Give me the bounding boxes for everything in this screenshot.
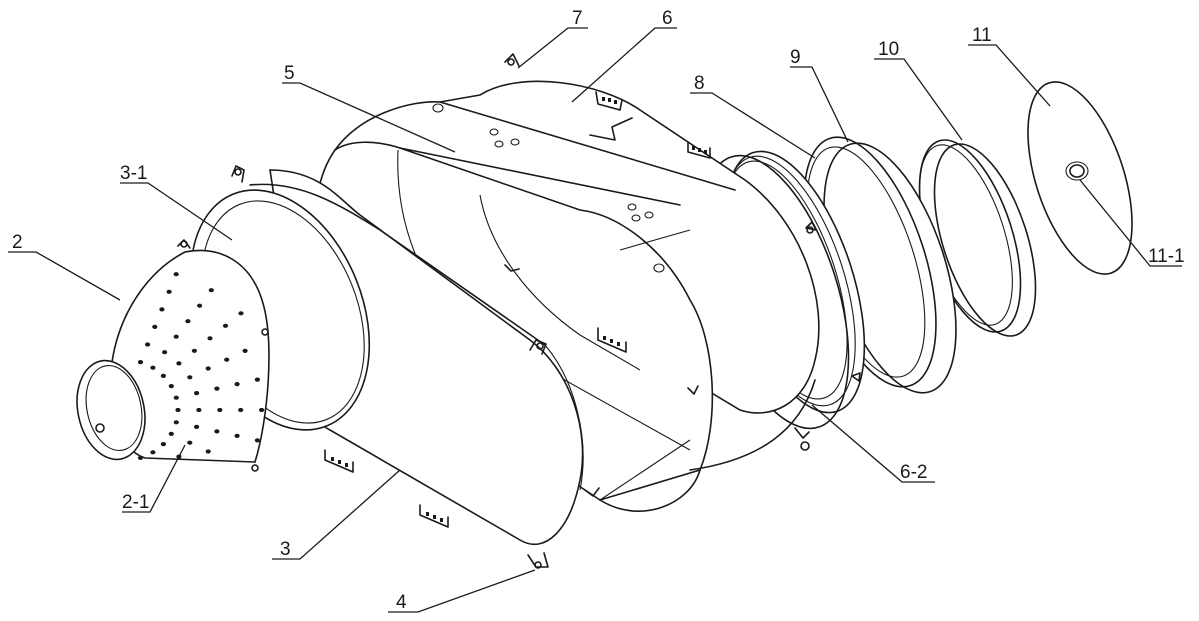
label-2-1: 2-1 xyxy=(122,492,149,513)
label-3-1: 3-1 xyxy=(120,163,147,184)
perforation-hole xyxy=(173,272,179,277)
perforation-hole xyxy=(137,360,144,365)
perforation-hole xyxy=(214,429,220,434)
label-8: 8 xyxy=(694,73,705,94)
perforation-hole xyxy=(187,375,193,380)
callout-labels: 2 2-1 3-1 3 4 5 6 7 8 9 10 11 11-1 6-2 xyxy=(8,8,1185,613)
perforation-hole xyxy=(166,289,172,294)
perforation-hole xyxy=(160,373,166,378)
perforation-hole xyxy=(207,336,213,341)
perforation-hole xyxy=(242,348,248,353)
perforation-hole xyxy=(185,319,191,324)
label-6: 6 xyxy=(662,8,673,29)
perforation-hole xyxy=(137,455,144,460)
part-10-ring xyxy=(918,139,1037,337)
label-6-2: 6-2 xyxy=(900,462,927,483)
part-7-tab xyxy=(504,53,520,67)
perforation-hole xyxy=(168,384,174,389)
label-9: 9 xyxy=(790,47,801,68)
perforation-hole xyxy=(194,391,200,396)
perforation-hole xyxy=(196,407,202,413)
perforation-hole xyxy=(152,324,158,329)
part-2-perforated-cone xyxy=(76,249,270,472)
perforation-hole xyxy=(145,342,151,347)
perforation-hole xyxy=(176,361,182,366)
label-10: 10 xyxy=(878,39,899,60)
perforation-hole xyxy=(187,440,193,445)
perforation-hole xyxy=(238,407,244,413)
perforation-hole xyxy=(234,433,240,438)
perforation-hole xyxy=(214,386,220,391)
label-7: 7 xyxy=(572,8,583,29)
label-2: 2 xyxy=(12,232,23,253)
perforation-hole xyxy=(259,407,265,413)
perforation-hole xyxy=(162,350,168,355)
main-housing xyxy=(314,53,820,512)
perforation-hole xyxy=(254,438,260,443)
perforation-hole xyxy=(175,407,181,413)
label-5: 5 xyxy=(284,63,295,84)
part-2-1-cone-mouth xyxy=(76,359,146,461)
perforation-hole xyxy=(197,303,203,308)
perforation-hole xyxy=(217,407,223,413)
label-3: 3 xyxy=(280,539,291,560)
perforation-hole xyxy=(205,366,211,371)
perforation-hole xyxy=(208,288,214,293)
cone-perforations xyxy=(137,272,265,460)
perforation-hole xyxy=(254,377,260,382)
perforation-hole xyxy=(159,307,165,312)
perforation-hole xyxy=(238,311,244,316)
perforation-hole xyxy=(224,357,230,362)
label-4: 4 xyxy=(396,592,407,613)
perforation-hole xyxy=(205,449,211,454)
label-11: 11 xyxy=(972,25,992,46)
perforation-hole xyxy=(222,323,229,328)
part-11-1-center-hole xyxy=(1069,164,1085,178)
perforation-hole xyxy=(168,431,174,436)
perforation-hole xyxy=(150,450,156,455)
label-11-1: 11-1 xyxy=(1148,246,1185,267)
perforation-hole xyxy=(160,442,166,447)
part-4-tab xyxy=(527,552,549,568)
perforation-hole xyxy=(150,365,156,370)
perforation-hole xyxy=(173,334,179,339)
perforation-hole xyxy=(234,382,240,387)
perforation-hole xyxy=(173,420,179,425)
part-11-end-disc xyxy=(1027,81,1133,275)
perforation-hole xyxy=(173,395,179,400)
perforation-hole xyxy=(191,348,197,353)
perforation-hole xyxy=(194,424,200,429)
